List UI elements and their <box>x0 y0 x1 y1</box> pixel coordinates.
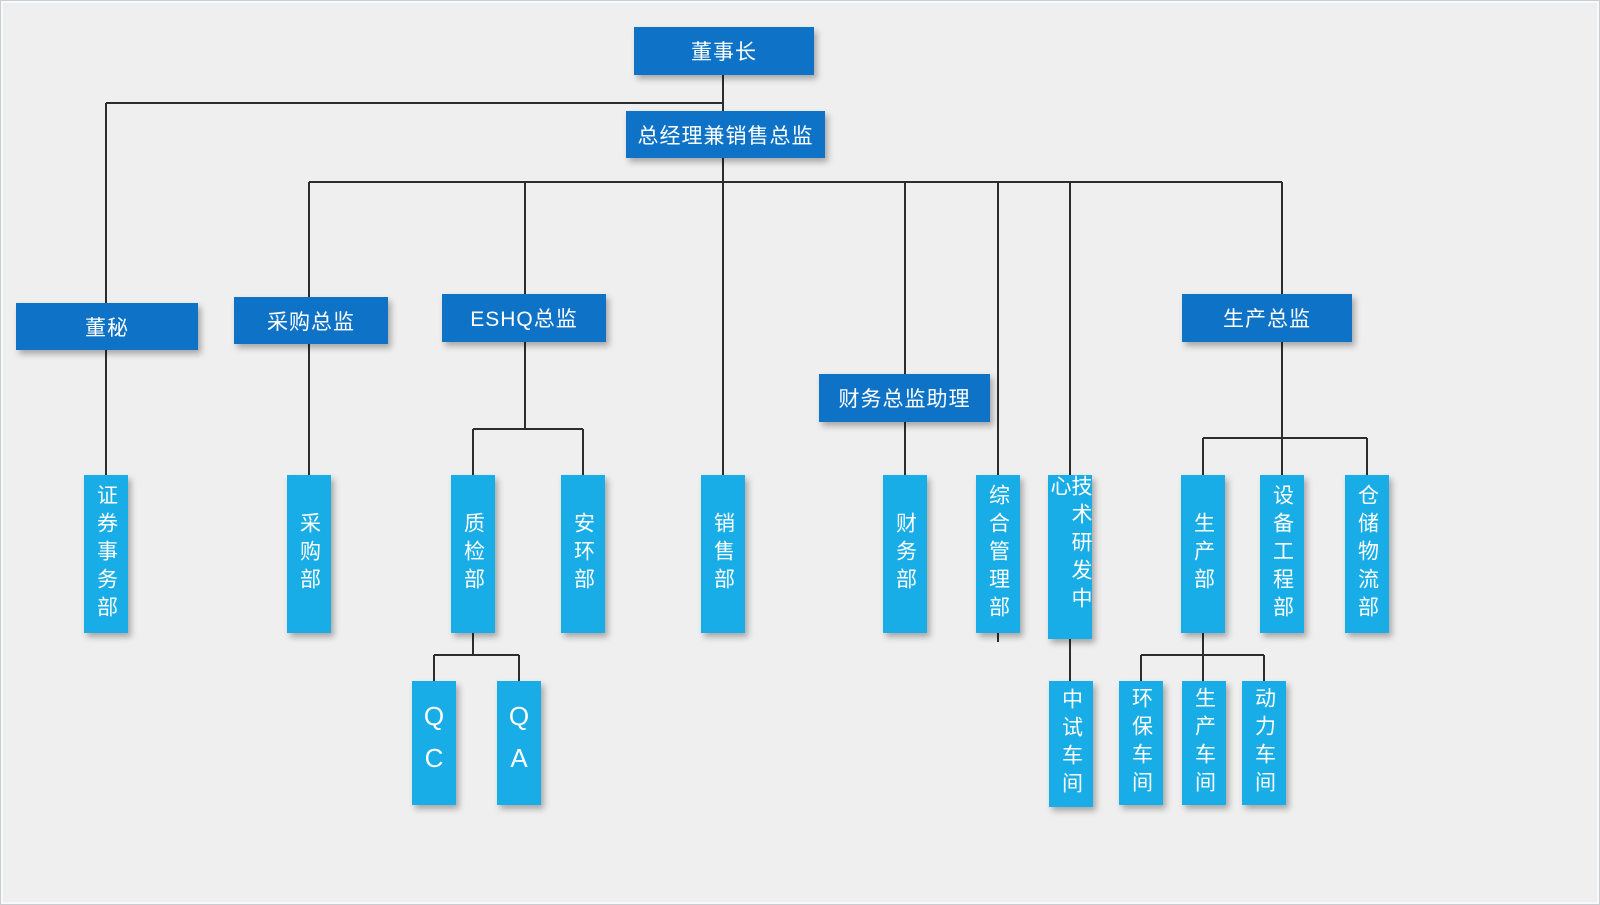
node-board-secretary: 董秘 <box>16 303 198 350</box>
node-warehouse-logistics-dept: 仓储物流部 <box>1345 475 1389 633</box>
node-qa: QA <box>497 681 541 805</box>
node-power-workshop: 动力车间 <box>1242 681 1286 805</box>
node-procurement-director: 采购总监 <box>234 297 388 344</box>
node-finance-dept: 财务部 <box>883 475 927 633</box>
node-eshq-director: ESHQ总监 <box>442 294 606 342</box>
node-securities-affairs-dept: 证券事务部 <box>84 475 128 633</box>
node-pilot-workshop: 中试车间 <box>1049 681 1093 807</box>
node-chairman: 董事长 <box>634 27 814 75</box>
node-safety-environment-dept: 安环部 <box>561 475 605 633</box>
node-quality-inspection-dept: 质检部 <box>451 475 495 633</box>
node-sales-dept: 销售部 <box>701 475 745 633</box>
node-procurement-dept: 采购部 <box>287 475 331 633</box>
node-production-director: 生产总监 <box>1182 294 1352 342</box>
node-production-workshop: 生产车间 <box>1182 681 1226 805</box>
node-equipment-engineering-dept: 设备工程部 <box>1260 475 1304 633</box>
node-finance-director-assistant: 财务总监助理 <box>819 374 990 422</box>
node-general-admin-dept: 综合管理部 <box>976 475 1020 633</box>
node-production-dept: 生产部 <box>1181 475 1225 633</box>
node-environmental-workshop: 环保车间 <box>1119 681 1163 805</box>
node-rd-center: 技术研发中心 <box>1048 475 1092 639</box>
node-gm-sales-director: 总经理兼销售总监 <box>626 111 825 158</box>
node-qc: QC <box>412 681 456 805</box>
